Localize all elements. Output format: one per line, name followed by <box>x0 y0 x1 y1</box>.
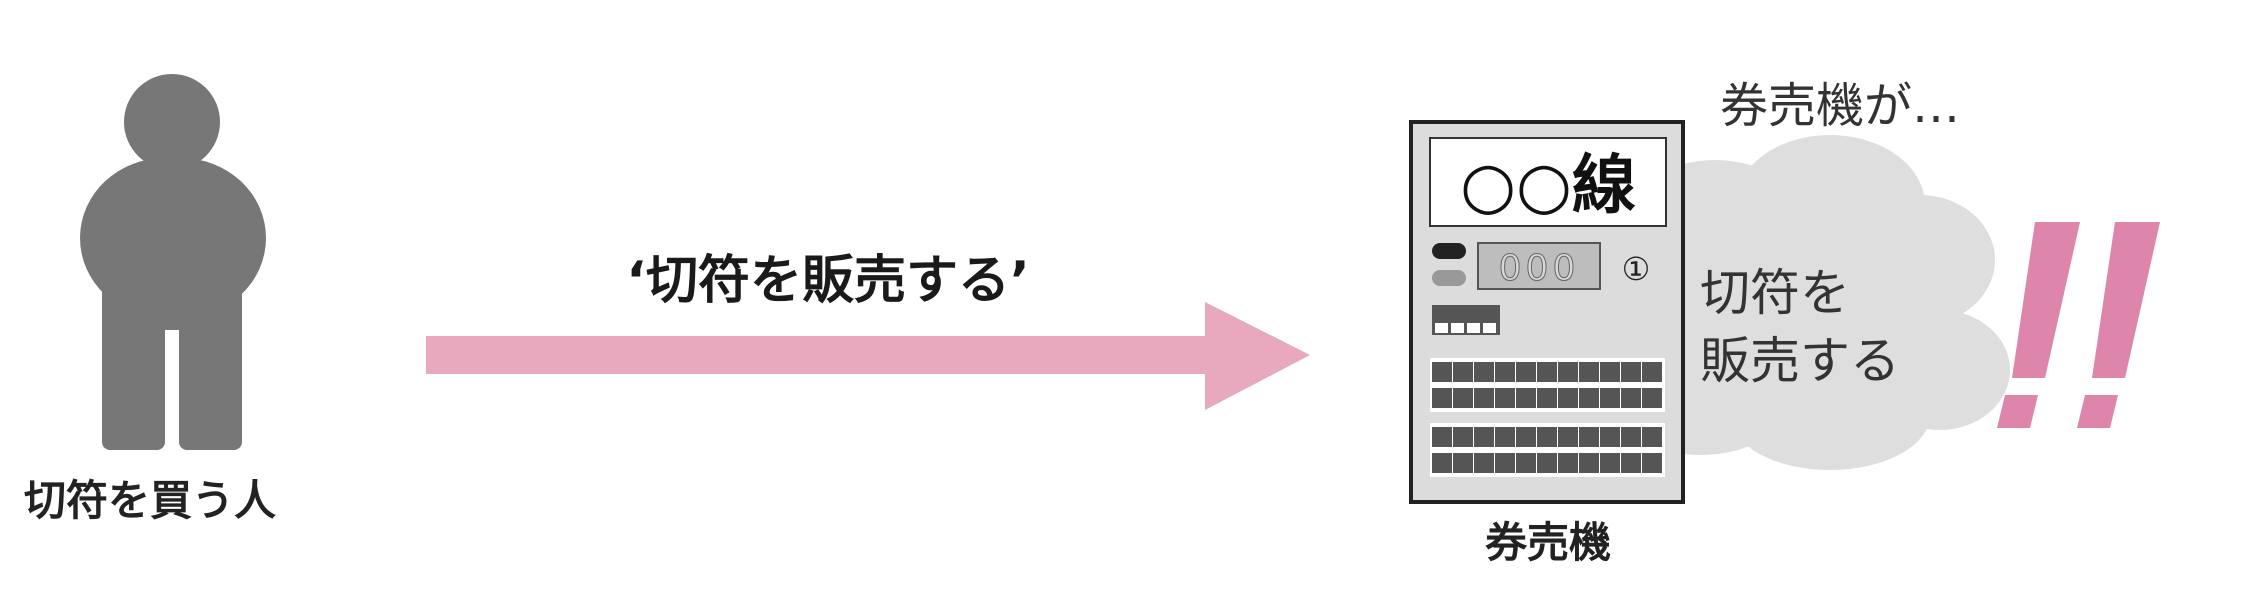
ticket-button <box>1537 453 1557 473</box>
ticket-button <box>1600 453 1620 473</box>
ticket-button <box>1621 362 1641 382</box>
cloud-header: 券売機が… <box>1720 78 1960 134</box>
ticket-button <box>1495 427 1515 447</box>
ticket-button <box>1453 427 1473 447</box>
ticket-button <box>1453 362 1473 382</box>
ticket-button <box>1495 388 1515 408</box>
ticket-button <box>1453 453 1473 473</box>
ticket-button <box>1558 453 1578 473</box>
machine-label: 券売機 <box>1485 518 1611 567</box>
ticket-button <box>1621 388 1641 408</box>
ticket-button <box>1495 362 1515 382</box>
machine-display-digits: 000 <box>1499 248 1580 289</box>
machine-ticket-buttons <box>1430 358 1665 477</box>
arrow-label: ‘切符を販売する’ <box>626 251 1030 311</box>
ticket-button <box>1558 362 1578 382</box>
ticket-button <box>1579 453 1599 473</box>
ticket-button <box>1621 453 1641 473</box>
ticket-button <box>1642 362 1662 382</box>
ticket-button <box>1516 388 1536 408</box>
ticket-button <box>1537 427 1557 447</box>
ticket-button <box>1453 388 1473 408</box>
ticket-button <box>1642 388 1662 408</box>
ticket-button <box>1579 362 1599 382</box>
machine-sign: ○○線 <box>1460 149 1636 223</box>
ticket-button <box>1516 362 1536 382</box>
person-icon <box>80 74 266 450</box>
power-icon: ① <box>1622 250 1651 288</box>
ticket-button <box>1432 388 1452 408</box>
ticket-button <box>1621 427 1641 447</box>
ticket-button <box>1432 362 1452 382</box>
ticket-button <box>1579 427 1599 447</box>
machine-display <box>1477 242 1601 290</box>
machine-button-dark <box>1432 243 1466 259</box>
ticket-button <box>1558 427 1578 447</box>
ticket-button <box>1642 427 1662 447</box>
ticket-button <box>1558 388 1578 408</box>
ticket-button <box>1600 388 1620 408</box>
ticket-machine: ○○線 000 ① <box>1409 120 1685 504</box>
machine-button-gray <box>1432 270 1466 286</box>
person-label: 切符を買う人 <box>24 476 276 525</box>
ticket-button <box>1495 453 1515 473</box>
ticket-button <box>1474 388 1494 408</box>
ticket-button <box>1516 453 1536 473</box>
ticket-button <box>1432 453 1452 473</box>
ticket-button <box>1600 427 1620 447</box>
ticket-button <box>1432 427 1452 447</box>
ticket-button <box>1579 388 1599 408</box>
cloud-text-line1: 切符を <box>1700 264 1850 322</box>
machine-keypad <box>1432 305 1500 335</box>
ticket-button <box>1516 427 1536 447</box>
ticket-button <box>1474 427 1494 447</box>
machine-sign-panel <box>1429 137 1667 227</box>
ticket-button <box>1537 362 1557 382</box>
ticket-button <box>1474 453 1494 473</box>
ticket-button <box>1474 362 1494 382</box>
cloud-text-line2: 販売する <box>1700 332 1900 390</box>
ticket-button <box>1537 388 1557 408</box>
exclamation-icon <box>1997 222 2160 428</box>
ticket-button <box>1600 362 1620 382</box>
arrow-icon <box>426 302 1310 410</box>
ticket-button <box>1642 453 1662 473</box>
